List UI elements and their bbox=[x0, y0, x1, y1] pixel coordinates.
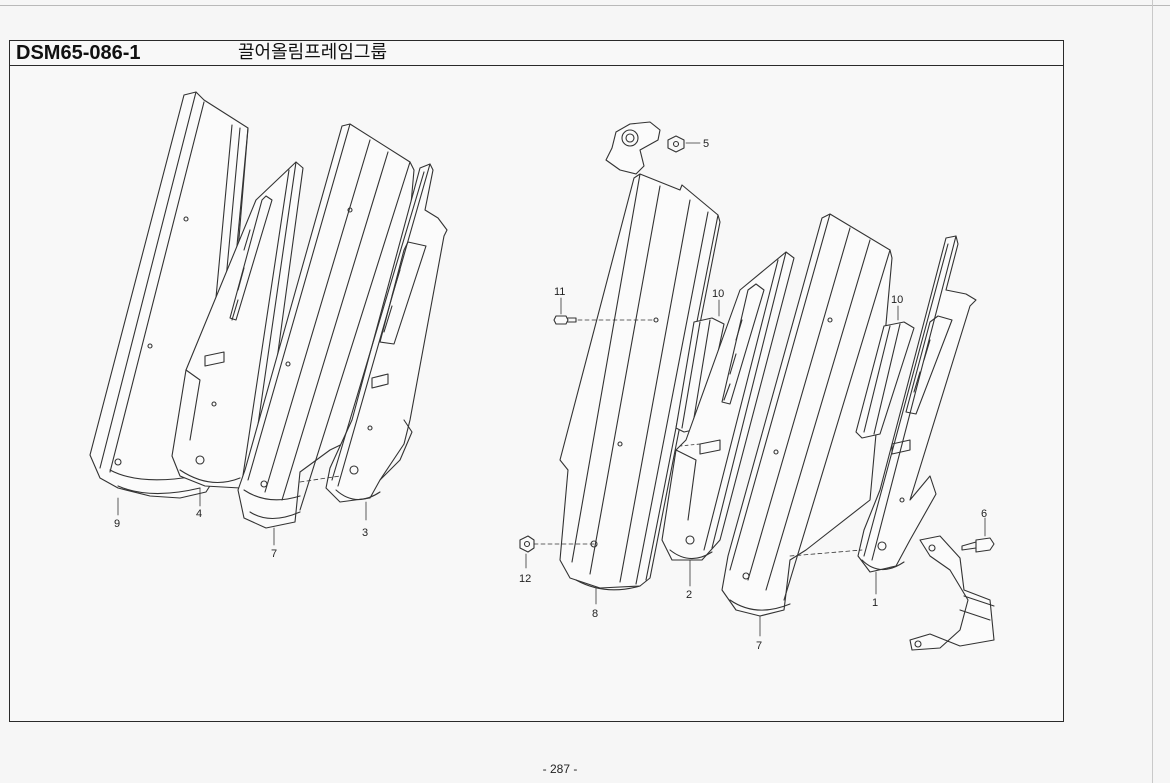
callout-7: 7 bbox=[756, 640, 762, 652]
leader-lines-right bbox=[595, 443, 877, 637]
callout-4: 4 bbox=[196, 508, 202, 520]
page-number: - 287 - bbox=[542, 762, 578, 776]
part-6-bolt-link bbox=[909, 517, 995, 651]
part-7-channel-right bbox=[721, 213, 893, 617]
page-title: 끌어올림프레임그룹 bbox=[238, 42, 388, 63]
callout-3: 3 bbox=[362, 527, 368, 539]
callout-10: 10 bbox=[712, 288, 724, 300]
callout-2: 2 bbox=[686, 589, 692, 601]
part-12-nut bbox=[519, 535, 595, 569]
scan-edge bbox=[1152, 0, 1153, 783]
part-3-bracket bbox=[325, 163, 448, 503]
leader-lines-left bbox=[117, 475, 367, 546]
callout-9: 9 bbox=[114, 518, 120, 530]
scan-edge bbox=[0, 5, 1170, 6]
part-11-screw bbox=[553, 297, 653, 325]
part-1-bracket-rail bbox=[857, 235, 977, 573]
part-5-bracket-nut bbox=[605, 121, 701, 175]
part-10-slide-block-b bbox=[855, 305, 915, 439]
callout-1: 1 bbox=[872, 597, 878, 609]
callout-10: 10 bbox=[891, 294, 903, 306]
part-8-channel bbox=[559, 173, 721, 591]
part-code: DSM65-086-1 bbox=[16, 42, 141, 64]
callout-6: 6 bbox=[981, 508, 987, 520]
callout-12: 12 bbox=[519, 573, 531, 585]
header-bar: DSM65-086-1 끌어올림프레임그룹 bbox=[10, 41, 1063, 66]
callout-5: 5 bbox=[703, 138, 709, 150]
callout-7: 7 bbox=[271, 548, 277, 560]
callout-8: 8 bbox=[592, 608, 598, 620]
callout-11: 11 bbox=[554, 286, 565, 298]
part-2-rail bbox=[661, 251, 795, 561]
